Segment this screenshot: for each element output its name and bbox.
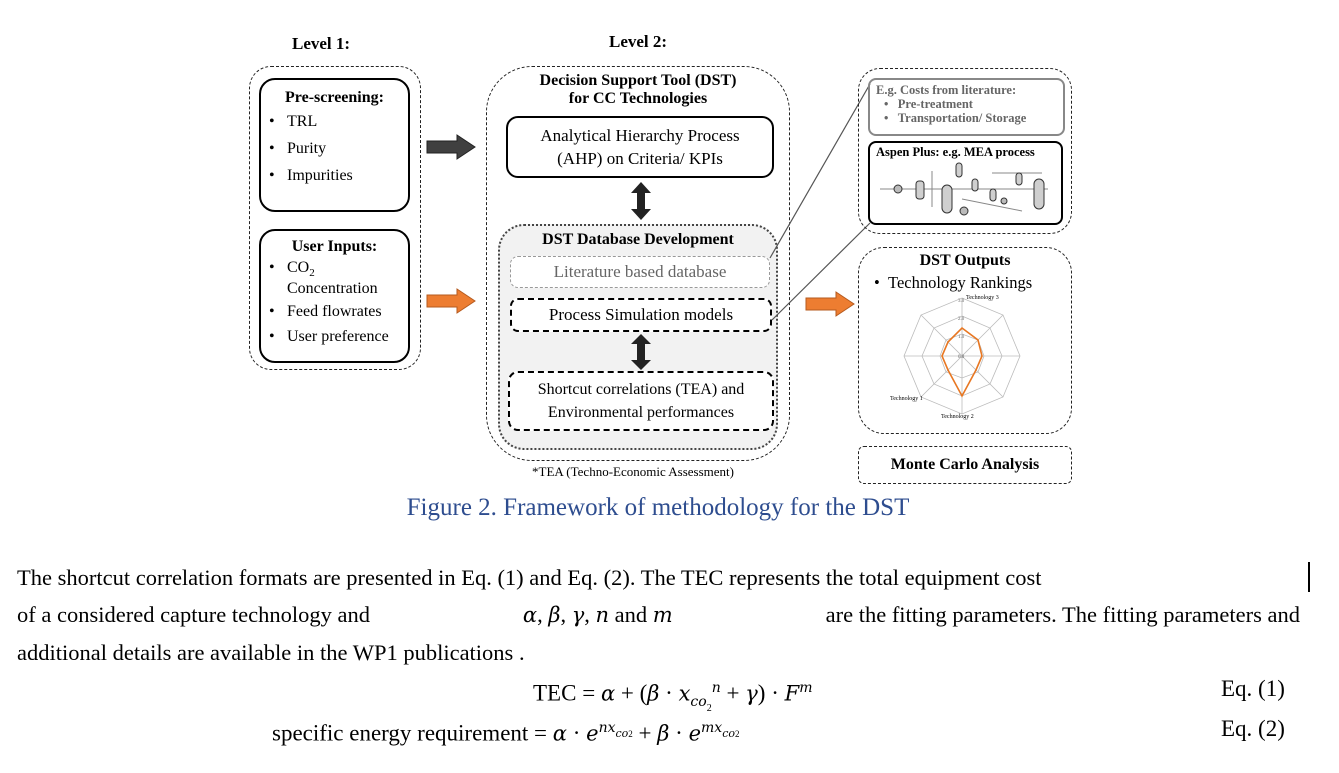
prescreening-item: Purity — [261, 140, 408, 158]
user-input-item: Feed flowrates — [261, 303, 408, 321]
equation-2-label: Eq. (2) — [1221, 716, 1285, 741]
db-process-box: Process Simulation models — [510, 298, 772, 332]
arrow-right-icon — [805, 291, 855, 317]
greek-params: α, β, γ, n and m — [522, 602, 673, 627]
costs-title: E.g. Costs from literature: — [876, 83, 1017, 97]
user-input-item-co2: CO2 Concentration — [261, 260, 408, 297]
equation-2: specific energy requirement = α · enxco2… — [272, 720, 740, 746]
radar-series — [941, 326, 983, 398]
dst-container — [486, 66, 790, 461]
arrow-right-icon — [426, 288, 476, 314]
bidirectional-arrow-icon — [631, 334, 651, 370]
prescreening-item: TRL — [261, 113, 408, 131]
paragraph-text: of a considered capture technology and — [17, 602, 370, 627]
concentration-text: Concentration — [287, 280, 378, 298]
prescreening-title: Pre-screening: — [285, 89, 384, 106]
radar-chart: Technology 3 Technology 2 Technology 1 3… — [890, 295, 1021, 420]
bidirectional-arrow-icon — [631, 182, 651, 220]
ahp-line1: Analytical Hierarchy Process — [540, 126, 740, 145]
ahp-box: Analytical Hierarchy Process (AHP) on Cr… — [506, 116, 774, 178]
costs-item: • Pre-treatment — [884, 97, 973, 111]
dst-title: Decision Support Tool (DST) for CC Techn… — [486, 72, 790, 108]
shortcut-line2: Environmental performances — [547, 404, 735, 421]
figure-caption: Figure 2. Framework of methodology for t… — [406, 494, 910, 521]
radar-axis-label: Technology 2 — [941, 414, 974, 420]
level2-label: Level 2: — [609, 32, 668, 51]
level1-container — [249, 66, 421, 370]
db-literature-box: Literature based database — [510, 256, 770, 288]
prescreening-box: Pre-screening: TRL Purity Impurities — [259, 78, 410, 212]
user-input-item: User preference — [261, 328, 408, 346]
user-inputs-box: User Inputs: CO2 Concentration Feed flow… — [259, 229, 410, 363]
level1-label: Level 1: — [292, 34, 351, 53]
equation-2-lhs: specific energy requirement = — [272, 720, 548, 746]
equation-1-label: Eq. (1) — [1221, 676, 1285, 701]
paragraph-line: additional details are available in the … — [17, 640, 525, 665]
monte-carlo-box: Monte Carlo Analysis — [858, 446, 1072, 484]
text-cursor — [1308, 562, 1310, 592]
radar-axis-label: Technology 1 — [890, 396, 923, 402]
outputs-title: DST Outputs — [919, 252, 1011, 269]
equation-1: TEC = α + (β · xco2n + γ) · Fm — [533, 680, 813, 715]
paragraph-line: of a considered capture technology and α… — [17, 596, 1300, 634]
costs-box: E.g. Costs from literature: • Pre-treatm… — [868, 78, 1065, 136]
shortcut-line1: Shortcut correlations (TEA) and — [537, 381, 745, 398]
aspen-box: Aspen Plus: e.g. MEA process — [868, 141, 1063, 225]
aspen-title: Aspen Plus: e.g. MEA process — [876, 145, 1035, 159]
db-title: DST Database Development — [542, 231, 734, 248]
outputs-item-label: Technology Rankings — [888, 273, 1033, 292]
co2-subscript: 2 — [309, 267, 315, 280]
paragraph-text: are the fitting parameters. The fitting … — [825, 602, 1300, 627]
tea-note: *TEA (Techno-Economic Assessment) — [532, 464, 734, 479]
dst-title-line1: Decision Support Tool (DST) — [539, 72, 737, 89]
outputs-item: • Technology Rankings — [874, 273, 1033, 292]
shortcut-box: Shortcut correlations (TEA) and Environm… — [508, 371, 774, 431]
examples-container — [858, 68, 1072, 234]
costs-item-label: Pre-treatment — [897, 97, 973, 111]
radar-tick: 1.0 — [958, 335, 965, 340]
prescreening-item: Impurities — [261, 167, 408, 185]
dst-title-line2: for CC Technologies — [568, 90, 708, 107]
paragraph-line: The shortcut correlation formats are pre… — [17, 565, 1042, 590]
costs-item-label: Transportation/ Storage — [897, 111, 1027, 125]
paragraph: The shortcut correlation formats are pre… — [17, 559, 1307, 671]
radar-tick: 3.0 — [958, 299, 965, 304]
process-flowsheet-image — [880, 162, 1048, 216]
arrow-right-icon — [426, 134, 476, 160]
radar-tick: 2.0 — [958, 317, 965, 322]
costs-item: • Transportation/ Storage — [884, 111, 1027, 125]
co2-text: CO — [287, 259, 310, 276]
connector-lines — [769, 83, 871, 321]
outputs-container — [858, 247, 1072, 434]
radar-axis-label: Technology 3 — [966, 295, 999, 301]
user-inputs-title: User Inputs: — [291, 238, 378, 255]
radar-tick: 0.0 — [958, 355, 965, 360]
ahp-line2: (AHP) on Criteria/ KPIs — [557, 149, 723, 168]
